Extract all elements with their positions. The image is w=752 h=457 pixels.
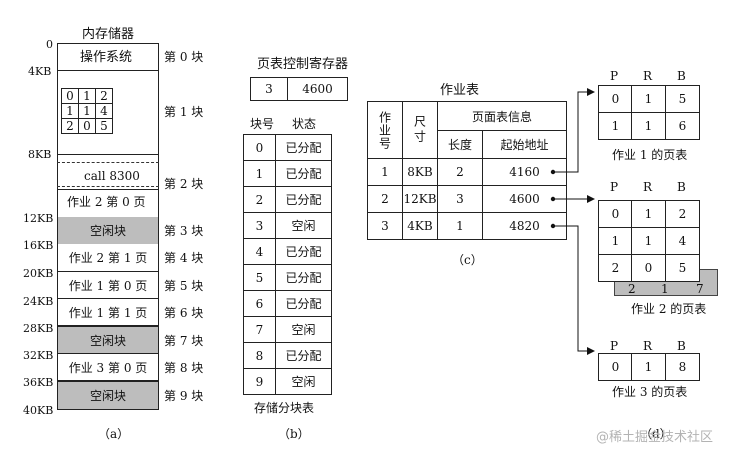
- address-label: 0: [46, 38, 53, 51]
- address-label: 32KB: [23, 349, 54, 362]
- page-table-header-label: P: [610, 339, 619, 353]
- address-label: 20KB: [23, 267, 54, 280]
- block-status-cell: 已分配: [275, 134, 332, 161]
- register-start-address: 4600: [287, 77, 348, 101]
- block-label: 第 7 块: [164, 334, 204, 348]
- job1-page1-region: 作业 1 第 1 页: [57, 298, 159, 326]
- block-status-cell: 已分配: [275, 264, 332, 291]
- address-label: 36KB: [23, 376, 54, 389]
- job2-page1-region: 作业 2 第 1 页: [57, 244, 159, 272]
- block-status-cell: 已分配: [275, 342, 332, 369]
- job-table-cell: 1: [367, 158, 403, 186]
- job-table-col-address: 起始地址: [482, 130, 567, 159]
- page-table-header-label: P: [610, 69, 619, 83]
- page-table-job3-cell: 0: [598, 353, 633, 381]
- job-table-cell: 4KB: [402, 212, 438, 240]
- job-table-col-size: 尺寸: [402, 101, 438, 159]
- block-status-cell: 空闲: [275, 368, 332, 395]
- block-label: 第 2 块: [164, 177, 204, 191]
- job-table-cell: 12KB: [402, 185, 438, 213]
- page-table-header-label: P: [610, 180, 619, 194]
- block-table-title: 存储分块表: [254, 401, 315, 415]
- page-table-job2-cell: 1: [598, 227, 633, 255]
- block-table-header-status: 状态: [292, 117, 317, 131]
- page-table-job1-cell: 6: [665, 112, 700, 140]
- page-table-header-label: B: [677, 180, 686, 194]
- page-table-job3-cell: 8: [665, 353, 700, 381]
- free-block: 空闲块: [57, 217, 159, 245]
- address-label: 28KB: [23, 322, 54, 335]
- page-table-job2-cell: 2: [598, 254, 633, 282]
- caption-b: （b）: [278, 427, 310, 441]
- block-label: 第 6 块: [164, 306, 204, 320]
- watermark: @稀土掘金技术社区: [596, 430, 714, 445]
- page-ctrl-register-title: 页表控制寄存器: [257, 57, 349, 72]
- page-table-job2-caption: 作业 2 的页表: [631, 302, 707, 316]
- job-table-cell: 3: [437, 185, 483, 213]
- block-label: 第 4 块: [164, 251, 204, 265]
- page-table-header-label: R: [643, 69, 653, 83]
- address-label: 40KB: [23, 404, 54, 417]
- block-label: 第 8 块: [164, 361, 204, 375]
- block-label: 第 9 块: [164, 389, 204, 403]
- job-table-cell: 4820: [482, 212, 567, 240]
- address-label: 4KB: [28, 65, 52, 78]
- memory-title: 内存储器: [82, 27, 135, 42]
- address-label: 24KB: [23, 295, 54, 308]
- block-label: 第 5 块: [164, 279, 204, 293]
- os-region: 操作系统: [80, 50, 133, 65]
- register-job-count: 3: [250, 77, 288, 101]
- page-table-job2-cell: 5: [665, 254, 700, 282]
- address-label: 12KB: [23, 212, 54, 225]
- block-table-header-id: 块号: [250, 117, 275, 131]
- block-status-cell: 已分配: [275, 186, 332, 213]
- job-table-cell: 1: [437, 212, 483, 240]
- page-table-job1-cell: 1: [631, 112, 666, 140]
- page-table-job1-caption: 作业 1 的页表: [612, 148, 688, 162]
- page-table-job2-cell: 2: [665, 200, 700, 228]
- job-table-col-info: 页面表信息: [437, 101, 567, 131]
- page-table-job2-cell: 1: [631, 200, 666, 228]
- block-label: 第 1 块: [164, 105, 204, 119]
- job2-page0-region: 作业 2 第 0 页: [67, 195, 146, 209]
- page-table-header-label: R: [643, 339, 653, 353]
- job-table-cell: 2: [367, 185, 403, 213]
- block-number-cell: 9: [243, 368, 276, 395]
- page-table-job3-caption: 作业 3 的页表: [612, 385, 688, 399]
- shadow-cell: 7: [696, 282, 704, 296]
- shadow-cell: 2: [628, 282, 636, 296]
- call-instruction: call 8300: [84, 169, 140, 183]
- block-label: 第 0 块: [164, 50, 204, 64]
- job1-page0-region: 作业 1 第 0 页: [57, 271, 159, 299]
- page-table-job3-cell: 1: [631, 353, 666, 381]
- caption-c: （c）: [452, 253, 483, 267]
- page-table-header-label: B: [677, 339, 686, 353]
- job-table-title: 作业表: [440, 83, 480, 98]
- block-status-cell: 已分配: [275, 160, 332, 187]
- page-table-job1-cell: 5: [665, 85, 700, 113]
- caption-a: （a）: [98, 427, 130, 441]
- caption-d: （d）: [640, 427, 672, 441]
- address-label: 8KB: [28, 148, 52, 161]
- block-status-cell: 空闲: [275, 316, 332, 343]
- page-table-job2-cell: 1: [631, 227, 666, 255]
- mini-table-cell: 5: [95, 118, 113, 134]
- block-status-cell: 已分配: [275, 290, 332, 317]
- page-table-job1-cell: 0: [598, 85, 633, 113]
- address-label: 16KB: [23, 239, 54, 252]
- page-table-header-label: B: [677, 69, 686, 83]
- block-number-cell: 0: [243, 134, 276, 161]
- block-label: 第 3 块: [164, 224, 204, 238]
- job3-page0-region: 作业 3 第 0 页: [57, 353, 159, 381]
- free-block: 空闲块: [57, 381, 159, 410]
- page-table-header-label: R: [643, 180, 653, 194]
- shadow-cell: 1: [661, 282, 669, 296]
